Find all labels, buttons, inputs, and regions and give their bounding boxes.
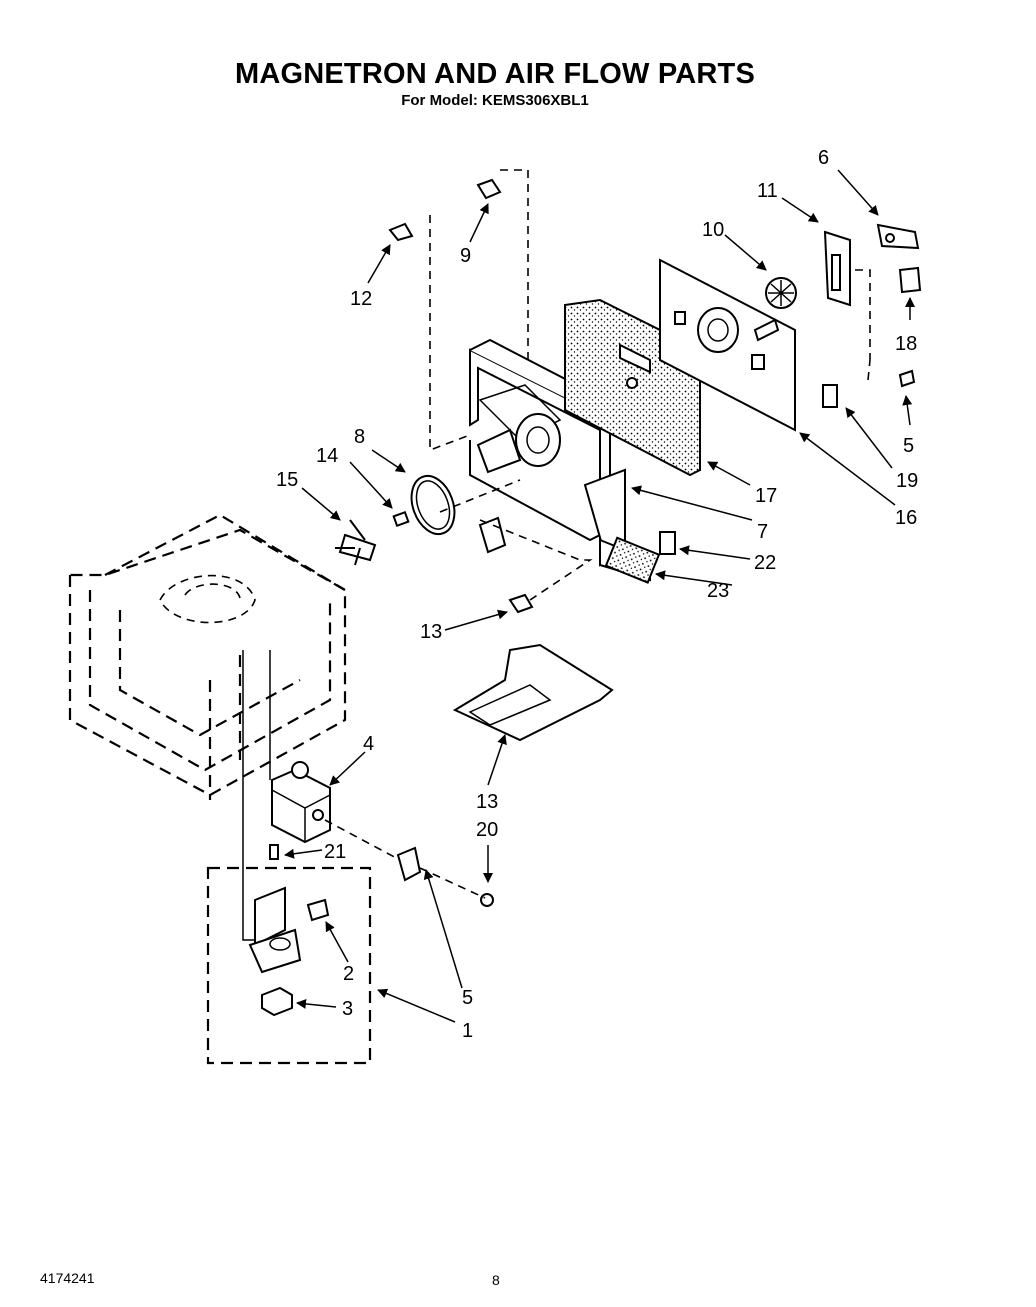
small-parts (388, 178, 916, 614)
motor-fan-and-belt (335, 474, 507, 566)
callout-13-lower: 13 (420, 621, 442, 643)
callout-1: 1 (462, 1020, 473, 1042)
callout-13-upper: 12 (350, 288, 372, 310)
bracket-and-cutout (823, 223, 922, 307)
page-title: MAGNETRON AND AIR FLOW PARTS (234, 58, 756, 90)
thermal-cutout-lower (396, 846, 494, 907)
page-number: 8 (492, 1272, 500, 1288)
callout-2: 2 (343, 963, 354, 985)
kit-box (206, 866, 372, 1065)
callout-20: 20 (476, 819, 498, 841)
callout-9: 7 (757, 521, 768, 543)
callout-14: 14 (316, 445, 338, 467)
callout-16: 16 (895, 507, 917, 529)
callout-22: 22 (754, 552, 776, 574)
callout-8: 6 (818, 147, 829, 169)
floor-tray (452, 643, 614, 742)
callout-arrows (284, 169, 915, 1023)
callout-3: 3 (342, 998, 353, 1020)
callout-21: 21 (324, 841, 346, 863)
callout-4: 4 (363, 733, 374, 755)
oven-cavity-outline (68, 513, 347, 800)
document-number: 4174241 (40, 1270, 95, 1286)
callout-18: 18 (895, 333, 917, 355)
callout-19: 19 (896, 470, 918, 492)
callout-17: 17 (755, 485, 777, 507)
leader-lines (242, 169, 871, 941)
fan-blade (765, 277, 797, 309)
callout-7: 9 (460, 245, 471, 267)
callout-23: 23 (707, 580, 729, 602)
model-subtitle: For Model: KEMS306XBL1 (401, 92, 589, 109)
callout-15: 13 (476, 791, 498, 813)
back-plate (659, 258, 796, 432)
callout-6: 8 (354, 426, 365, 448)
callout-5-lower: 5 (462, 987, 473, 1009)
callout-11: 10 (702, 219, 724, 241)
magnetron (269, 761, 331, 860)
callout-5-upper: 5 (903, 435, 914, 457)
callout-10: 15 (276, 469, 298, 491)
callout-labels: 6 11 10 18 5 19 16 17 7 22 23 9 12 8 14 … (276, 147, 918, 1042)
callout-12: 11 (757, 180, 778, 202)
